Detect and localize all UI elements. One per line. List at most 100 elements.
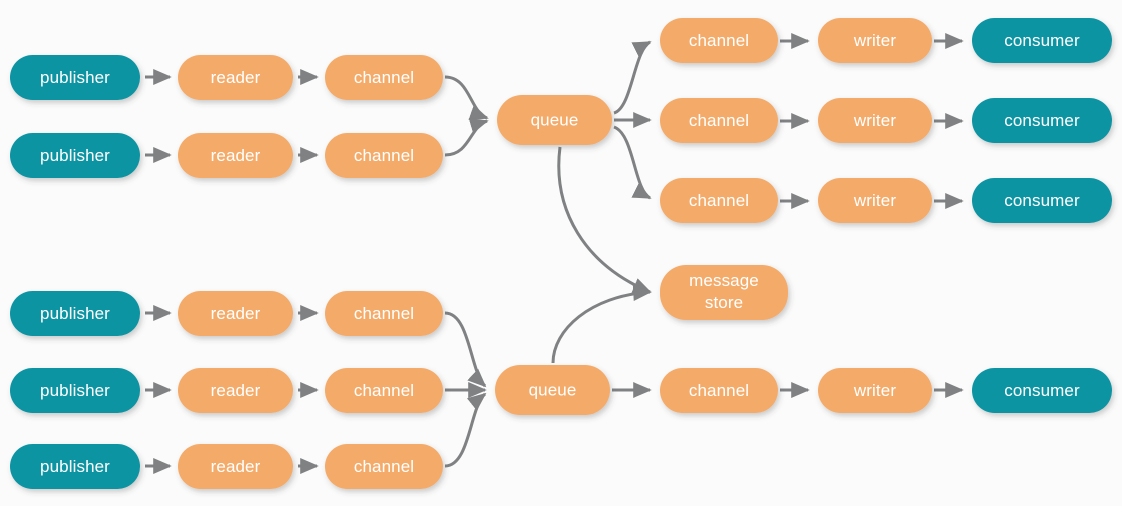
node-wrt-o3[interactable]: writer xyxy=(818,178,932,223)
node-shape-pub-b1 xyxy=(10,291,140,336)
node-label-rdr-b3: reader xyxy=(211,457,261,476)
node-shape-wrt-b4 xyxy=(818,368,932,413)
edge-layer xyxy=(145,33,964,474)
node-label-pub-b1: publisher xyxy=(40,304,110,323)
node-rdr-t1[interactable]: reader xyxy=(178,55,293,100)
node-shape-chn-b4 xyxy=(660,368,778,413)
node-label-wrt-o1: writer xyxy=(853,31,896,50)
node-label-con-o3: consumer xyxy=(1004,191,1080,210)
node-chn-b4[interactable]: channel xyxy=(660,368,778,413)
node-chn-b1[interactable]: channel xyxy=(325,291,443,336)
node-shape-wrt-o1 xyxy=(818,18,932,63)
edge-chn-b1-to-queue-b xyxy=(444,311,487,388)
node-label-chn-o2: channel xyxy=(689,111,749,130)
edge-queue-t-to-chn-o1 xyxy=(613,40,652,115)
node-label-rdr-t1: reader xyxy=(211,68,261,87)
edge-queue-t-to-store xyxy=(557,146,652,294)
node-label-chn-b3: channel xyxy=(354,457,414,476)
node-label-pub-b2: publisher xyxy=(40,381,110,400)
node-shape-chn-o3 xyxy=(660,178,778,223)
node-label-wrt-o3: writer xyxy=(853,191,896,210)
node-pub-b3[interactable]: publisher xyxy=(10,444,140,489)
node-label-store-line2: store xyxy=(705,293,743,312)
node-label-chn-o3: channel xyxy=(689,191,749,210)
node-shape-store xyxy=(660,265,788,320)
node-shape-queue-b xyxy=(495,365,610,415)
node-shape-wrt-o3 xyxy=(818,178,932,223)
node-wrt-o2[interactable]: writer xyxy=(818,98,932,143)
node-label-queue-t: queue xyxy=(531,110,579,129)
node-chn-o2[interactable]: channel xyxy=(660,98,778,143)
node-label-chn-b4: channel xyxy=(689,381,749,400)
node-layer: publisher reader channel publisher reader cha… xyxy=(10,18,1112,489)
node-shape-con-o1 xyxy=(972,18,1112,63)
node-shape-rdr-b1 xyxy=(178,291,293,336)
node-pub-t2[interactable]: publisher xyxy=(10,133,140,178)
node-label-pub-t1: publisher xyxy=(40,68,110,87)
node-label-queue-b: queue xyxy=(529,380,577,399)
node-wrt-o1[interactable]: writer xyxy=(818,18,932,63)
node-label-pub-t2: publisher xyxy=(40,146,110,165)
node-shape-pub-b3 xyxy=(10,444,140,489)
node-queue-b[interactable]: queue xyxy=(495,365,610,415)
node-label-con-o2: consumer xyxy=(1004,111,1080,130)
edge-chn-t2-to-queue-t xyxy=(444,118,489,157)
node-shape-chn-b2 xyxy=(325,368,443,413)
node-shape-chn-o1 xyxy=(660,18,778,63)
node-label-chn-b2: channel xyxy=(354,381,414,400)
edge-chn-b3-to-queue-b xyxy=(444,392,487,468)
node-rdr-b2[interactable]: reader xyxy=(178,368,293,413)
edge-queue-t-to-chn-o3 xyxy=(613,125,652,200)
node-label-chn-t1: channel xyxy=(354,68,414,87)
node-chn-b2[interactable]: channel xyxy=(325,368,443,413)
node-label-wrt-b4: writer xyxy=(853,381,896,400)
node-shape-con-o3 xyxy=(972,178,1112,223)
node-label-rdr-b1: reader xyxy=(211,304,261,323)
node-shape-pub-t2 xyxy=(10,133,140,178)
node-chn-b3[interactable]: channel xyxy=(325,444,443,489)
node-label-pub-b3: publisher xyxy=(40,457,110,476)
node-shape-chn-o2 xyxy=(660,98,778,143)
node-chn-t2[interactable]: channel xyxy=(325,133,443,178)
node-shape-wrt-o2 xyxy=(818,98,932,143)
node-label-chn-b1: channel xyxy=(354,304,414,323)
node-chn-o3[interactable]: channel xyxy=(660,178,778,223)
node-con-o3[interactable]: consumer xyxy=(972,178,1112,223)
node-shape-rdr-b2 xyxy=(178,368,293,413)
node-chn-t1[interactable]: channel xyxy=(325,55,443,100)
node-label-rdr-b2: reader xyxy=(211,381,261,400)
node-pub-b1[interactable]: publisher xyxy=(10,291,140,336)
node-shape-rdr-t1 xyxy=(178,55,293,100)
node-shape-queue-t xyxy=(497,95,612,145)
node-con-b4[interactable]: consumer xyxy=(972,368,1112,413)
node-rdr-b1[interactable]: reader xyxy=(178,291,293,336)
node-label-chn-o1: channel xyxy=(689,31,749,50)
node-con-o1[interactable]: consumer xyxy=(972,18,1112,63)
edge-chn-t1-to-queue-t xyxy=(444,75,489,120)
node-shape-rdr-t2 xyxy=(178,133,293,178)
node-rdr-b3[interactable]: reader xyxy=(178,444,293,489)
node-shape-chn-t2 xyxy=(325,133,443,178)
node-con-o2[interactable]: consumer xyxy=(972,98,1112,143)
node-label-con-o1: consumer xyxy=(1004,31,1080,50)
node-shape-con-b4 xyxy=(972,368,1112,413)
node-pub-b2[interactable]: publisher xyxy=(10,368,140,413)
node-shape-rdr-b3 xyxy=(178,444,293,489)
edge-queue-b-to-store xyxy=(551,285,652,364)
node-label-con-b4: consumer xyxy=(1004,381,1080,400)
node-queue-t[interactable]: queue xyxy=(497,95,612,145)
node-label-chn-t2: channel xyxy=(354,146,414,165)
node-shape-pub-b2 xyxy=(10,368,140,413)
node-shape-chn-t1 xyxy=(325,55,443,100)
node-shape-chn-b1 xyxy=(325,291,443,336)
node-label-wrt-o2: writer xyxy=(853,111,896,130)
node-rdr-t2[interactable]: reader xyxy=(178,133,293,178)
node-shape-chn-b3 xyxy=(325,444,443,489)
node-label-rdr-t2: reader xyxy=(211,146,261,165)
node-wrt-b4[interactable]: writer xyxy=(818,368,932,413)
node-pub-t1[interactable]: publisher xyxy=(10,55,140,100)
node-chn-o1[interactable]: channel xyxy=(660,18,778,63)
